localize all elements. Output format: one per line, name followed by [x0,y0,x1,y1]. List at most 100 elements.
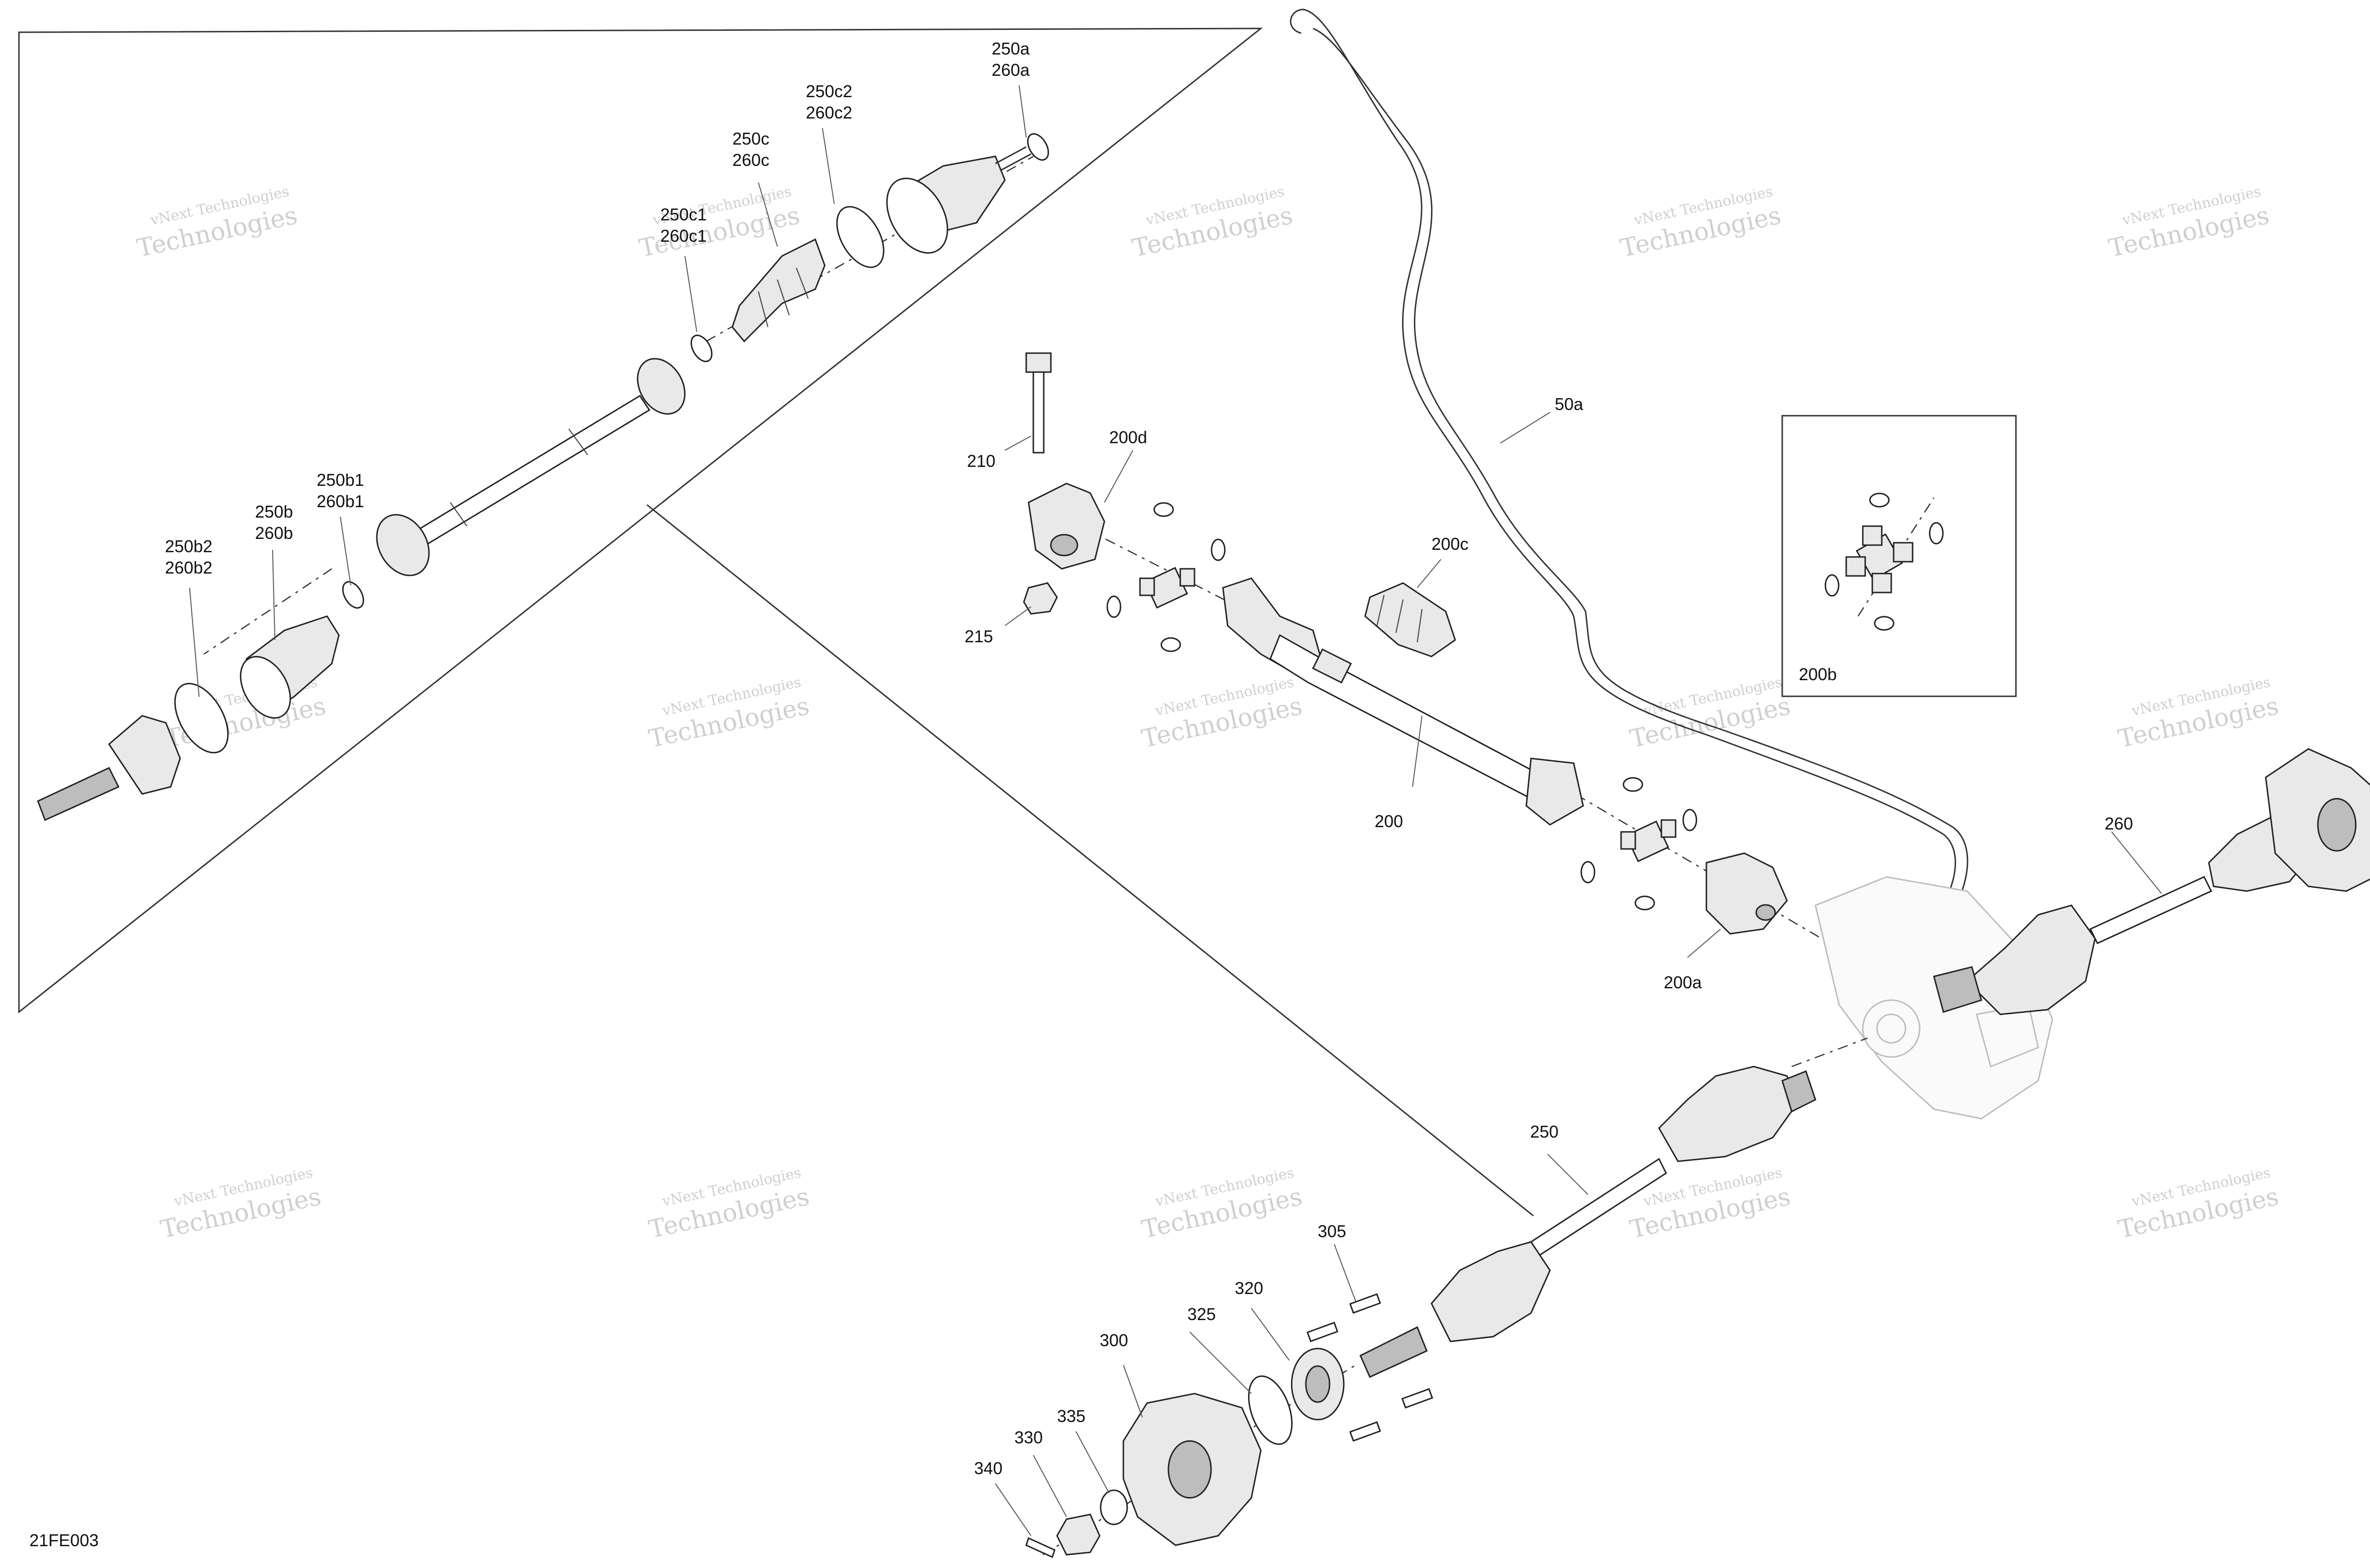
drive-shaft-260 [1933,748,2370,1015]
detail-box-200b [1781,415,2017,697]
watermark: vNext Technologies Technologies [2116,1165,2281,1244]
snap-ring [1106,595,1121,618]
outer-boot-body [731,238,826,343]
snap-ring [1623,777,1643,792]
watermark: vNext Technologies Technologies [135,183,300,263]
yoke-200d-bore [1050,534,1078,556]
label-260c1: 260c1 [660,226,707,246]
prop-axis [1554,781,1830,944]
cross-cap [1179,568,1195,587]
label-250c2: 250c2 [806,82,852,101]
yoke-200a-bore [1755,904,1776,921]
label-260c: 260c [732,150,769,170]
outer-tripod [376,514,430,576]
yoke-200a-body [1705,852,1788,935]
shaft-groove [450,502,467,527]
figure-code: 21FE003 [29,1531,99,1550]
label-215: 215 [965,627,993,646]
yoke-200d [1028,483,1105,570]
nut-215 [1023,582,1058,615]
watermark: vNext Technologies Technologies [637,183,802,263]
watermark: vNext Technologies Technologies [1139,674,1305,754]
cross-cap [1871,573,1892,593]
stud [1401,1388,1433,1409]
snap-ring [1874,616,1895,631]
cotter-pin-340 [1025,1537,1056,1559]
bolt-head [1025,352,1052,373]
outer-boot [731,238,826,343]
circlip-250a [1027,133,1049,161]
hub-nut-330 [1056,1513,1101,1556]
leader [1251,1308,1290,1361]
inset-axle-shaft [376,358,686,576]
inset-connector-line [647,504,1534,1217]
outer-cv-bore [886,177,948,254]
hub-260 [2265,748,2370,892]
snap-ring [1869,492,1890,508]
label-50a: 50a [1555,394,1584,414]
label-260c2: 260c2 [806,103,852,122]
watermark: vNext Technologies Technologies [158,1165,324,1244]
leader [1500,412,1550,444]
leader [1033,1455,1067,1517]
front-differential-ghost [1814,876,2053,1120]
label-250c: 250c [732,129,769,148]
universal-cross-upper [1139,567,1195,609]
snap-ring [1153,502,1174,517]
stud [1349,1293,1381,1314]
label-260b2: 260b2 [165,558,212,577]
inner-boot-mouth [240,656,291,719]
boot-200c [1364,582,1456,657]
leader [1189,1331,1252,1394]
universal-cross-detail [1845,525,1914,593]
outer-cv-joint [886,146,1031,254]
label-200d: 200d [1109,428,1147,447]
label-335: 335 [1057,1406,1085,1426]
prop-tube-yoke [1525,757,1584,826]
watermark: vNext Technologies Technologies [2106,183,2272,263]
label-200c: 200c [1431,534,1468,554]
leader [1104,450,1133,503]
label-300: 300 [1100,1331,1128,1350]
boot-200c-body [1364,582,1456,657]
inner-cv-body [108,715,181,795]
outer-spline-250 [1359,1326,1428,1378]
prop-tube-collar [1312,648,1352,684]
leader [272,549,275,640]
shaft-groove [568,428,588,456]
label-250b: 250b [255,502,293,521]
label-340: 340 [974,1459,1003,1478]
label-210: 210 [967,451,995,471]
inset-border [18,27,1263,1014]
leader [189,587,200,697]
label-200b: 200b [1799,665,1837,684]
stud-305 [1306,1293,1433,1442]
bearing-320 [1291,1348,1345,1421]
snap-ring [1211,538,1226,561]
inner-boot [240,615,340,719]
leader [1547,1154,1588,1195]
leader [1412,715,1422,787]
bolt-210 [1025,352,1052,454]
boot-ridge [1395,599,1404,633]
leader [822,128,835,204]
differential-bore-inner [1876,1013,1906,1044]
yoke-200d-body [1028,483,1105,570]
watermark: vNext Technologies Technologies [1130,183,1295,263]
leader [1334,1244,1356,1302]
label-330: 330 [1014,1428,1043,1447]
washer-335 [1100,1489,1128,1525]
axle-axis [1791,1037,1868,1067]
axle-bar-260 [2089,876,2213,944]
universal-cross-lower [1620,819,1677,862]
vent-hose-50a-outline [1313,27,1969,937]
label-200: 200 [1375,811,1403,831]
snap-ring [1160,637,1181,652]
label-260: 260 [2105,814,2133,833]
stud [1306,1322,1339,1342]
inner-spline-250 [1781,1070,1816,1113]
snap-ring [1580,861,1595,884]
axle-bar [387,394,651,563]
cross-cap [1845,556,1866,577]
retaining-ring-325 [1248,1375,1293,1445]
